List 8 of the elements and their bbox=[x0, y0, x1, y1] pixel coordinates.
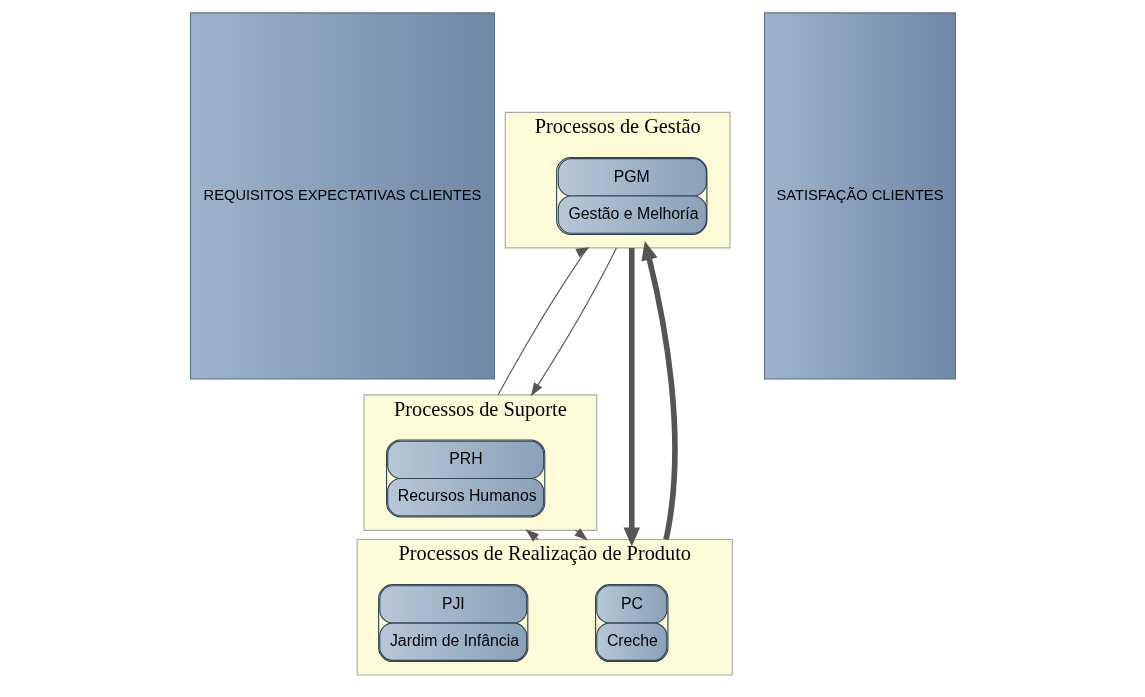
node-box: REQUISITOS EXPECTATIVAS CLIENTES bbox=[189, 12, 495, 380]
node-box: SATISFAÇÃO CLIENTES bbox=[763, 12, 956, 380]
arrow bbox=[573, 528, 588, 541]
arrow bbox=[497, 247, 590, 396]
arrow bbox=[640, 241, 678, 541]
arrow bbox=[530, 247, 617, 397]
arrow bbox=[622, 247, 640, 547]
arrow bbox=[525, 529, 539, 542]
